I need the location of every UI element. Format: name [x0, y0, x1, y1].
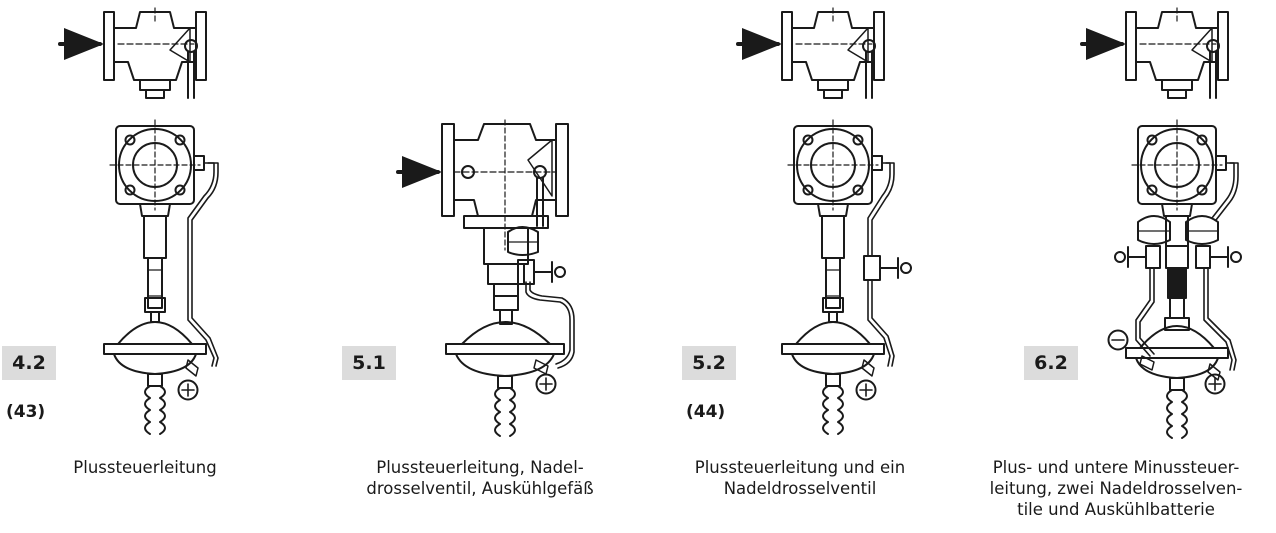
- actuator-assembly-5-2: [781, 119, 912, 435]
- actuator-assembly-6-2: [1107, 119, 1242, 439]
- panel-reference-4-2: (43): [6, 402, 46, 422]
- panel-badge-6-2: 6.2: [1024, 346, 1078, 380]
- caption-6-2: Plus- und untere Minussteuer- leitung, z…: [966, 457, 1266, 520]
- caption-5-1-line-1: Plussteuerleitung, Nadel-: [376, 458, 584, 477]
- panel-badge-5-1: 5.1: [342, 346, 396, 380]
- caption-6-2-line-1: Plus- und untere Minussteuer-: [992, 458, 1240, 477]
- caption-5-2-line-2: Nadeldrosselventil: [723, 479, 877, 498]
- panel-4-2-drawing: [58, 7, 219, 435]
- caption-5-1: Plussteuerleitung, Nadel- drosselventil,…: [330, 457, 630, 499]
- caption-5-1-line-2: drosselventil, Auskühlgefäß: [366, 479, 594, 498]
- caption-6-2-line-2: leitung, zwei Nadeldrosselven-: [989, 479, 1243, 498]
- panel-reference-5-2: (44): [686, 402, 726, 422]
- panel-badge-4-2: 4.2: [2, 346, 56, 380]
- caption-4-2: Plussteuerleitung: [0, 457, 295, 478]
- top-valve-5-2: [736, 7, 885, 99]
- caption-5-2: Plussteuerleitung und ein Nadeldrosselve…: [650, 457, 950, 499]
- caption-4-2-line-1: Plussteuerleitung: [73, 458, 217, 477]
- actuator-assembly-4-2: [103, 119, 219, 435]
- caption-5-2-line-1: Plussteuerleitung und ein: [694, 458, 906, 477]
- panel-badge-5-2: 5.2: [682, 346, 736, 380]
- panel-6-2-drawing: [1080, 7, 1242, 439]
- top-valve-4-2: [58, 7, 207, 99]
- top-valve-6-2: [1080, 7, 1229, 99]
- caption-6-2-line-3: tile und Auskühlbatterie: [1017, 500, 1215, 519]
- panel-5-2-drawing: [736, 7, 912, 435]
- panel-5-1-drawing: [396, 119, 575, 437]
- valve-5-1: [396, 119, 575, 437]
